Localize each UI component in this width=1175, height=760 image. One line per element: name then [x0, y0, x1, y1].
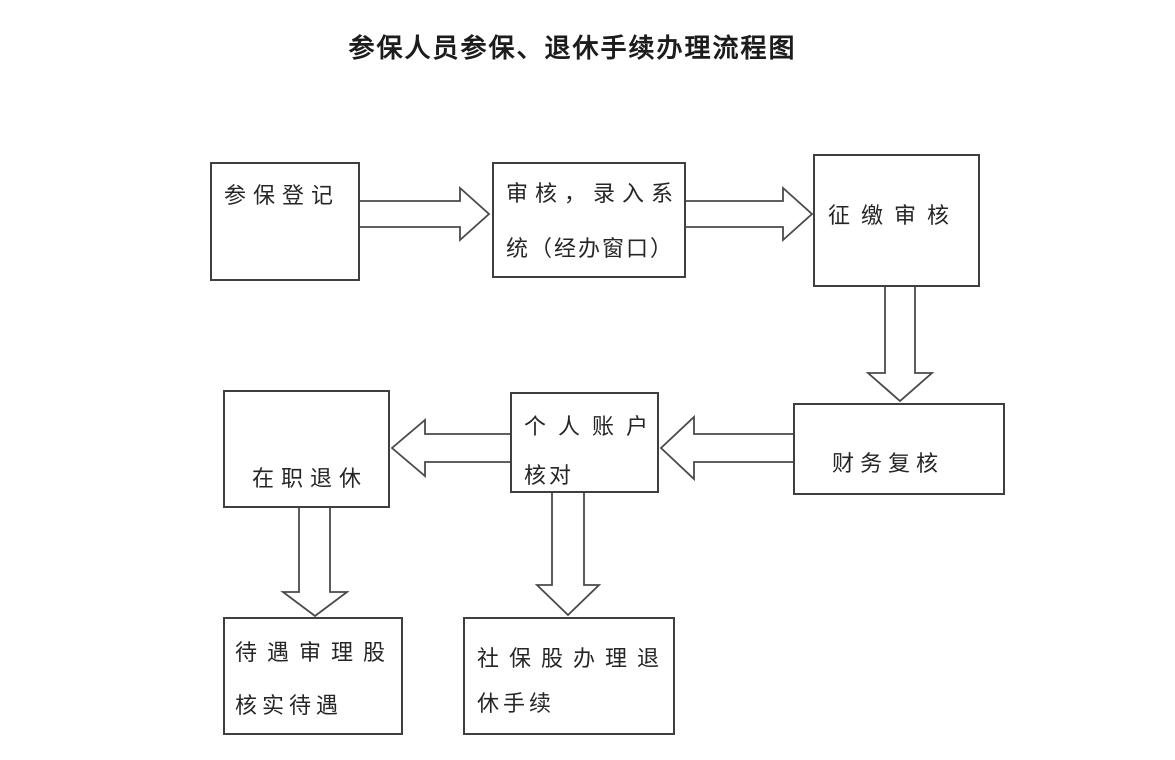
node-caiwu-fuhe-label: 财务复核	[832, 451, 945, 476]
node-shenhe-luru-line2: 统（经办窗口）	[506, 236, 675, 261]
arrow-caiwu-fuhe-to-geren-zhanghu	[659, 414, 797, 482]
arrow-zhengjiao-shenhe-to-caiwu-fuhe	[865, 283, 935, 403]
arrow-zaizhi-tuixiu-to-daiyu-shenli	[280, 504, 350, 618]
node-shenhe-luru-line1: 审核，录入系	[506, 181, 681, 206]
node-shebao-banli-line2: 休手续	[477, 691, 556, 716]
node-zhengjiao-shenhe-label: 征缴审核	[828, 203, 961, 228]
node-geren-zhanghu-line2: 核对	[524, 463, 575, 488]
node-zhengjiao-shenhe: 征缴审核	[813, 154, 980, 287]
arrow-geren-zhanghu-to-shebao-banli	[534, 489, 602, 617]
node-zaizhi-tuixiu: 在职退休	[223, 390, 390, 508]
node-daiyu-shenli: 待遇审理股 核实待遇	[223, 617, 403, 735]
arrow-geren-zhanghu-to-zaizhi-tuixiu	[390, 418, 513, 478]
node-zaizhi-tuixiu-label: 在职退休	[252, 466, 369, 491]
arrow-shenhe-luru-to-zhengjiao-shenhe	[682, 185, 814, 243]
node-geren-zhanghu: 个人账户 核对	[510, 392, 659, 493]
node-canbao-dengji-label: 参保登记	[224, 183, 341, 208]
node-geren-zhanghu-line1: 个人账户	[524, 414, 661, 439]
node-daiyu-shenli-line2: 核实待遇	[235, 693, 344, 718]
flowchart-title: 参保人员参保、退休手续办理流程图	[348, 33, 797, 63]
arrow-canbao-dengji-to-shenhe-luru	[356, 185, 491, 243]
node-caiwu-fuhe: 财务复核	[793, 403, 1005, 495]
node-shebao-banli: 社保股办理退 休手续	[463, 617, 675, 735]
node-shenhe-luru: 审核，录入系 统（经办窗口）	[492, 162, 686, 278]
node-daiyu-shenli-line1: 待遇审理股	[235, 640, 396, 665]
node-shebao-banli-line1: 社保股办理退	[477, 646, 670, 671]
node-canbao-dengji: 参保登记	[210, 162, 360, 281]
